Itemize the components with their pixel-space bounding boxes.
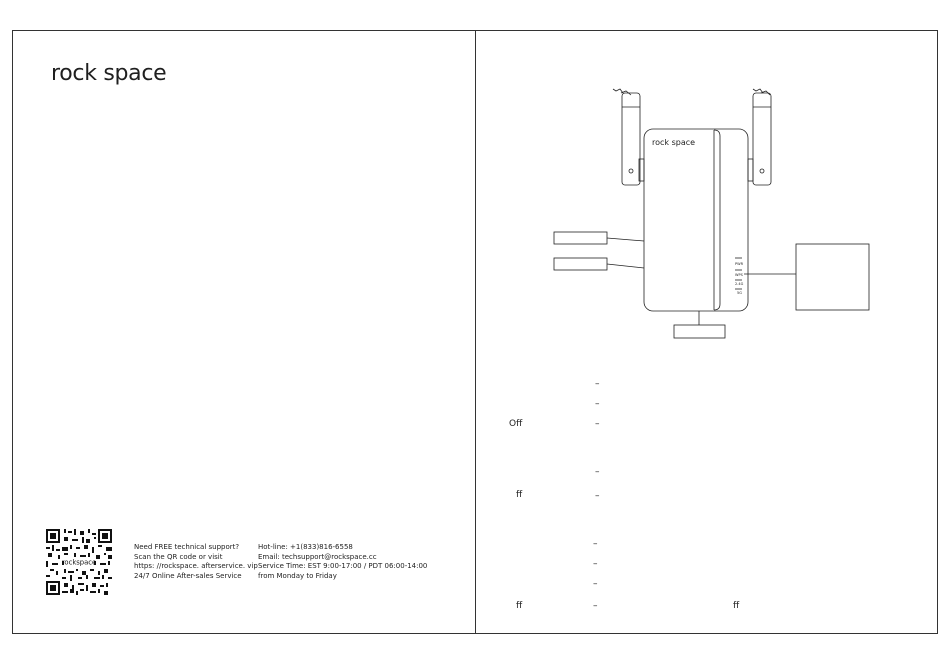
qr-label: rockspace <box>62 559 96 567</box>
support-email: Email: techsupport@rockspace.cc <box>258 552 377 561</box>
list-dash: – <box>595 399 600 409</box>
led-label: PWR <box>735 262 744 266</box>
led-label: 5G <box>737 291 742 295</box>
list-dash: – <box>593 601 598 611</box>
support-hotline: Hot-line: +1(833)816-6558 <box>258 543 353 551</box>
led-label: 2.4G <box>735 282 744 286</box>
device-brand: rock space <box>652 138 695 147</box>
right-page: rock space PWR WPS 2.4G 5G – – Off – – f… <box>475 30 938 634</box>
list-dash: – <box>595 491 600 501</box>
brand-logo: rock space <box>51 61 167 86</box>
support-line: Scan the QR code or visit <box>134 552 223 561</box>
support-url: https: //rockspace. afterservice. vip <box>134 562 258 570</box>
support-line: 24/7 Online After-sales Service <box>134 571 242 580</box>
left-page: rock space rockspace Need <box>12 30 476 634</box>
qr-code: rockspace <box>46 529 112 595</box>
status-ff: ff <box>516 490 523 500</box>
status-off: Off <box>509 419 523 429</box>
list-dash: – <box>593 559 598 569</box>
support-days: from Monday to Friday <box>258 571 337 580</box>
led-label: WPS <box>735 273 744 277</box>
status-ff: ff <box>516 601 523 611</box>
list-dash: – <box>593 539 598 549</box>
support-info-left: Need FREE technical support? Scan the QR… <box>134 543 258 581</box>
support-line: Need FREE technical support? <box>134 543 240 551</box>
device-diagram: rock space PWR WPS 2.4G 5G <box>553 88 870 339</box>
support-service-time: Service Time: EST 9:00-17:00 / PDT 06:00… <box>258 562 428 570</box>
support-info-right: Hot-line: +1(833)816-6558 Email: techsup… <box>258 543 427 581</box>
list-dash: – <box>593 579 598 589</box>
list-dash: – <box>595 379 600 389</box>
list-dash: – <box>595 419 600 429</box>
status-ff: ff <box>733 601 740 611</box>
list-dash: – <box>595 467 600 477</box>
